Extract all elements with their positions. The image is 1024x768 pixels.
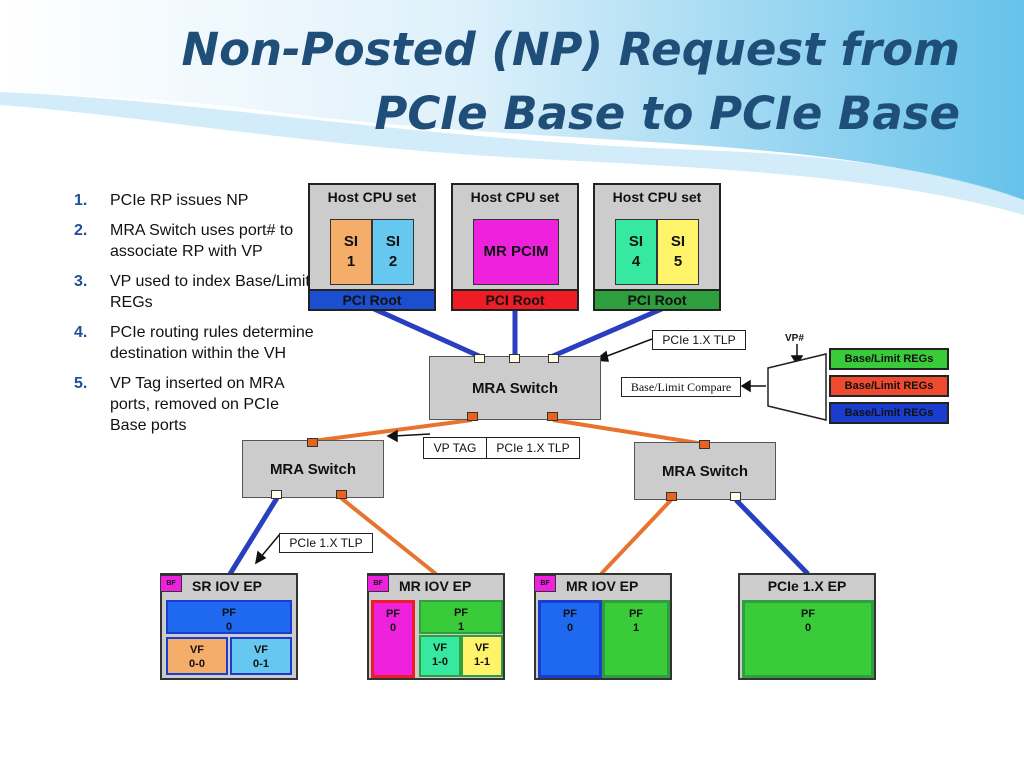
- mra-switch-right: MRA Switch: [634, 442, 776, 500]
- vf-1-0: VF 1-0: [419, 635, 461, 677]
- si-5: SI 5: [657, 219, 699, 285]
- switch-port: [307, 438, 318, 447]
- ep-title: MR IOV EP: [566, 578, 639, 594]
- pci-root-1: PCI Root: [308, 291, 436, 311]
- host-caption: Host CPU set: [470, 189, 560, 205]
- ep-title: MR IOV EP: [399, 578, 472, 594]
- si-1: SI 1: [330, 219, 372, 285]
- arrow-tlp-bottom: [259, 533, 281, 559]
- vp-hash-label: VP#: [785, 333, 804, 344]
- step-text: VP used to index Base/Limit REGs: [110, 273, 310, 311]
- link-top-right-switch: [552, 418, 705, 446]
- base-limit-compare-label: Base/Limit Compare: [621, 377, 741, 397]
- step-text: VP Tag inserted on MRA ports, removed on…: [110, 375, 284, 434]
- host-caption: Host CPU set: [612, 189, 702, 205]
- pf-1: PF 1: [419, 600, 503, 634]
- step-number: 5.: [74, 375, 88, 392]
- link-right-pcie: [734, 498, 810, 576]
- vf-1-1: VF 1-1: [461, 635, 503, 677]
- mr-iov-ep-1: MR IOV EP PF 0 PF 1 VF 1-0 VF 1-1: [367, 573, 505, 680]
- list-item: 1. PCIe RP issues NP: [74, 190, 314, 211]
- pcie-1x-ep: PCIe 1.X EP PF 0: [738, 573, 876, 680]
- link-right-mr2: [599, 498, 673, 576]
- switch-port: [699, 440, 710, 449]
- switch-port: [271, 490, 282, 499]
- page-title: Non-Posted (NP) Request from PCIe Base t…: [181, 23, 960, 140]
- list-item: 3. VP used to index Base/Limit REGs: [74, 271, 314, 313]
- steps-list: 1. PCIe RP issues NP 2. MRA Switch uses po…: [74, 190, 314, 445]
- pf-0: PF 0: [166, 600, 292, 634]
- switch-port: [509, 354, 520, 363]
- tlp-label-bottom: PCIe 1.X TLP: [279, 533, 373, 553]
- si-2: SI 2: [372, 219, 414, 285]
- mr-pcim: MR PCIM: [473, 219, 559, 285]
- switch-port: [336, 490, 347, 499]
- link-top-left-switch: [312, 418, 473, 443]
- pci-root-3: PCI Root: [593, 291, 721, 311]
- ep-title: SR IOV EP: [192, 578, 263, 594]
- mra-switch-left: MRA Switch: [242, 440, 384, 498]
- pf-0: PF 0: [742, 600, 874, 678]
- link-root1-switch: [370, 305, 481, 359]
- switch-port: [730, 492, 741, 501]
- pf-0: PF 0: [538, 600, 602, 678]
- bf-badge: BF: [160, 575, 182, 592]
- base-limit-reg-blue: Base/Limit REGs: [829, 402, 949, 424]
- sr-iov-ep: SR IOV EP PF 0 VF 0-0 VF 0-1: [160, 573, 298, 680]
- host-caption: Host CPU set: [327, 189, 417, 205]
- vp-tag-label: VP TAG: [423, 437, 487, 459]
- base-limit-reg-red: Base/Limit REGs: [829, 375, 949, 397]
- link-left-sr: [227, 496, 280, 576]
- step-number: 1.: [74, 192, 88, 209]
- header-swoosh-highlight: [0, 92, 1024, 215]
- vf-0-1: VF 0-1: [230, 637, 292, 675]
- step-number: 3.: [74, 273, 88, 290]
- step-number: 4.: [74, 324, 88, 341]
- list-item: 5. VP Tag inserted on MRA ports, removed …: [74, 373, 314, 436]
- mr-iov-ep-2: MR IOV EP PF 0 PF 1: [534, 573, 672, 680]
- switch-port: [666, 492, 677, 501]
- step-text: PCIe routing rules determine destination…: [110, 324, 314, 362]
- step-number: 2.: [74, 222, 88, 239]
- arrow-tlp-top: [601, 338, 653, 359]
- arrow-tlp-mid-head: [386, 429, 398, 443]
- switch-port: [548, 354, 559, 363]
- pci-root-2: PCI Root: [451, 291, 579, 311]
- host-cpu-set-3: Host CPU set SI 4 SI 5: [593, 183, 721, 291]
- step-text: PCIe RP issues NP: [110, 192, 249, 209]
- host-cpu-set-1: Host CPU set SI 1 SI 2: [308, 183, 436, 291]
- list-item: 2. MRA Switch uses port# to associate RP …: [74, 220, 314, 262]
- switch-port: [467, 412, 478, 421]
- base-limit-reg-green: Base/Limit REGs: [829, 348, 949, 370]
- mux-shape: [767, 353, 827, 421]
- arrow-tlp-mid: [393, 433, 431, 437]
- host-cpu-set-2: Host CPU set MR PCIM: [451, 183, 579, 291]
- link-root3-switch: [552, 305, 665, 359]
- arrow-compare-head: [740, 379, 751, 393]
- tlp-label-top: PCIe 1.X TLP: [652, 330, 746, 350]
- link-left-mr1: [339, 496, 438, 576]
- list-item: 4. PCIe routing rules determine destinati…: [74, 322, 314, 364]
- header-swoosh: [0, 0, 1024, 200]
- switch-port: [474, 354, 485, 363]
- switch-port: [547, 412, 558, 421]
- bf-badge: BF: [534, 575, 556, 592]
- vf-0-0: VF 0-0: [166, 637, 228, 675]
- tlp-label-mid: PCIe 1.X TLP: [486, 437, 580, 459]
- step-text: MRA Switch uses port# to associate RP wi…: [110, 222, 294, 260]
- ep-title: PCIe 1.X EP: [767, 578, 847, 594]
- bf-badge: BF: [367, 575, 389, 592]
- pf-1: PF 1: [602, 600, 670, 678]
- mra-switch-top: MRA Switch: [429, 356, 601, 420]
- si-4: SI 4: [615, 219, 657, 285]
- arrow-tlp-bottom-head: [254, 550, 267, 565]
- pf-0: PF 0: [371, 600, 415, 678]
